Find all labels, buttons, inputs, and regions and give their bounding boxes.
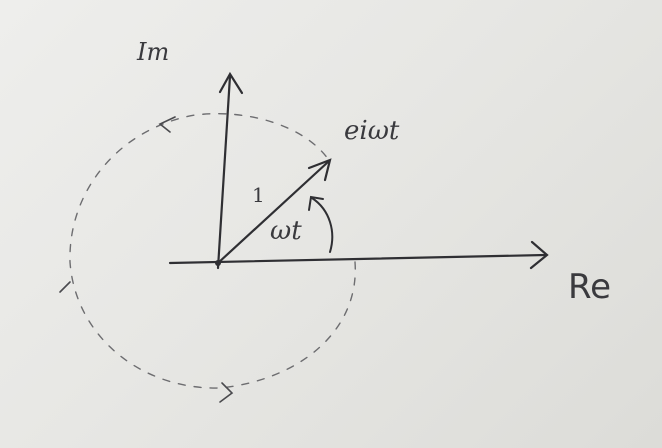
imaginary-axis-label: Im bbox=[137, 38, 170, 66]
magnitude-label: 1 bbox=[252, 183, 265, 207]
phasor-vector bbox=[216, 158, 332, 265]
angle-label: ωt bbox=[270, 216, 302, 246]
phasor-expression-label: eiωt bbox=[344, 116, 400, 146]
angle-arc bbox=[308, 195, 334, 253]
imaginary-axis bbox=[216, 71, 244, 270]
real-axis bbox=[168, 240, 549, 270]
unit-circle bbox=[69, 113, 356, 389]
real-axis-label: Re bbox=[568, 267, 612, 307]
circle-direction-marks bbox=[59, 116, 234, 403]
